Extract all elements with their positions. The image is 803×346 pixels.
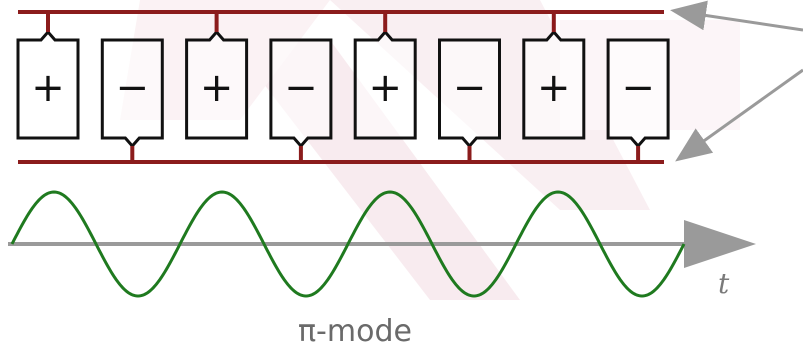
minus-sign: − (116, 65, 150, 111)
plus-sign: + (31, 65, 65, 111)
cavity-outline (100, 38, 164, 149)
pointer-arrow-top (670, 0, 803, 32)
cavity-5: + (353, 12, 417, 140)
cavity-outline (353, 29, 417, 140)
mode-label: π-mode (298, 314, 412, 346)
cavity-outline (269, 38, 333, 149)
pointer-arrow-bottom (675, 68, 803, 162)
cavity-8: − (606, 38, 670, 162)
cavity-1: + (16, 12, 80, 140)
field-wave (10, 190, 686, 298)
time-axis-label: t (718, 267, 730, 300)
plus-sign: + (368, 65, 402, 111)
cavity-outline (522, 29, 586, 140)
minus-sign: − (621, 65, 655, 111)
cavity-2: − (100, 38, 164, 162)
cavity-row: + − + − + − + − (16, 12, 670, 162)
cavity-outline (438, 38, 501, 149)
cavity-4: − (269, 38, 333, 162)
plus-sign: + (200, 65, 234, 111)
cavity-7: + (522, 12, 586, 140)
cavity-outline (185, 29, 249, 140)
cavity-outline (606, 38, 670, 149)
minus-sign: − (284, 65, 318, 111)
cavity-6: − (438, 38, 501, 162)
minus-sign: − (453, 65, 487, 111)
cavity-outline (16, 29, 80, 140)
cavity-3: + (185, 12, 249, 140)
plus-sign: + (537, 65, 571, 111)
